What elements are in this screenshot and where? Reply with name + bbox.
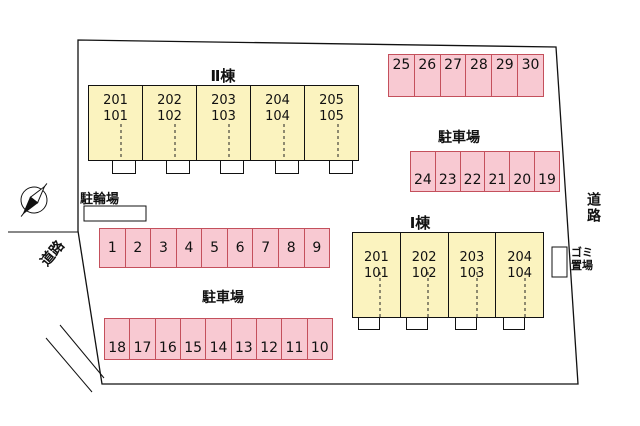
road-label-right: 道路 — [585, 192, 601, 224]
unit-lower-number: 105 — [319, 109, 344, 124]
unit-upper-number: 203 — [459, 250, 485, 265]
parking-stall: 24 — [414, 172, 432, 188]
parking-row-mid-left: 1 2 3 4 5 6 7 8 9 — [99, 228, 330, 268]
unit-upper-number: 205 — [319, 93, 344, 108]
parking-stall: 6 — [226, 229, 253, 267]
unit-lower-number: 103 — [459, 266, 485, 281]
parking-row-top-right: 25 26 27 28 29 30 — [388, 54, 544, 97]
building-unit: 201 101 — [89, 86, 142, 160]
unit-lower-number: 104 — [507, 266, 533, 281]
parking-stall: 28 — [465, 55, 491, 96]
parking-stall: 15 — [179, 319, 205, 359]
parking-stall: 16 — [154, 319, 180, 359]
parking-stall: 22 — [459, 152, 485, 191]
parking-stall: 20 — [509, 152, 534, 191]
building-1-title: Ⅰ棟 — [409, 214, 431, 232]
parking-stall: 18 — [108, 340, 127, 356]
parking-stall: 17 — [129, 319, 154, 359]
parking-stall: 25 — [392, 57, 411, 73]
entrance-porch — [406, 317, 428, 330]
parking-lot-label-right: 駐車場 — [438, 130, 480, 146]
entrance-porch — [166, 160, 190, 174]
building-unit: 203 103 — [196, 86, 250, 160]
parking-stall: 12 — [255, 319, 281, 359]
garbage-station-box — [551, 246, 568, 278]
entrance-porch — [329, 160, 353, 174]
road-label-left: 道路 — [37, 237, 68, 270]
building-2-title: Ⅱ棟 — [210, 67, 236, 85]
parking-stall: 27 — [439, 55, 466, 96]
unit-upper-number: 201 — [363, 250, 389, 265]
unit-lower-number: 104 — [265, 109, 290, 124]
garbage-area-label-line2: 置場 — [571, 259, 593, 272]
parking-stall: 23 — [434, 152, 460, 191]
road-hatch-line — [59, 324, 105, 379]
parking-stall: 8 — [277, 229, 304, 267]
unit-upper-number: 201 — [103, 93, 128, 108]
building-unit: 202 102 — [142, 86, 196, 160]
parking-stall: 1 — [107, 240, 117, 256]
building-unit: 203 103 — [447, 233, 496, 317]
parking-stall: 30 — [517, 55, 543, 96]
entrance-porch — [112, 160, 136, 174]
entrance-porch — [358, 317, 380, 330]
bicycle-shed-box — [83, 205, 147, 222]
parking-stall: 13 — [230, 319, 256, 359]
parking-stall: 4 — [175, 229, 202, 267]
unit-upper-number: 202 — [411, 250, 437, 265]
unit-upper-number: 204 — [265, 93, 290, 108]
parking-stall: 3 — [150, 229, 176, 267]
entrance-porch — [220, 160, 244, 174]
bicycle-parking-label: 駐輪場 — [80, 192, 120, 207]
building-unit: 201 101 — [353, 233, 400, 317]
building-1: 201 101 202 102 203 103 204 104 — [352, 232, 544, 318]
unit-lower-number: 101 — [363, 266, 389, 281]
unit-lower-number: 101 — [103, 109, 128, 124]
unit-lower-number: 103 — [211, 109, 236, 124]
road-hatch-line — [45, 337, 93, 393]
parking-stall: 2 — [124, 229, 151, 267]
parking-stall: 5 — [201, 229, 227, 267]
building-unit: 202 102 — [399, 233, 448, 317]
parking-stall: 21 — [484, 152, 509, 191]
parking-stall: 26 — [413, 55, 440, 96]
parking-stall: 29 — [491, 55, 517, 96]
parking-stall: 14 — [205, 319, 230, 359]
parking-stall: 7 — [252, 229, 278, 267]
unit-upper-number: 204 — [507, 250, 533, 265]
building-unit: 204 104 — [250, 86, 304, 160]
parking-stall: 9 — [303, 229, 330, 267]
parking-stall: 19 — [534, 152, 559, 191]
unit-upper-number: 203 — [211, 93, 236, 108]
unit-upper-number: 202 — [157, 93, 182, 108]
entrance-porch — [275, 160, 299, 174]
compass-icon — [20, 183, 48, 217]
parking-stall: 10 — [306, 319, 332, 359]
garbage-area-label-line1: ゴミ — [571, 246, 593, 259]
building-unit: 204 104 — [495, 233, 543, 317]
building-unit: 205 105 — [304, 86, 358, 160]
building-2: 201 101 202 102 203 103 204 104 205 105 — [88, 85, 359, 161]
entrance-porch — [455, 317, 477, 330]
parking-lot-label-left: 駐車場 — [202, 290, 244, 306]
parking-stall: 11 — [281, 319, 306, 359]
entrance-porch — [503, 317, 525, 330]
garbage-area-label: ゴミ 置場 — [571, 246, 593, 272]
parking-row-mid-right: 24 23 22 21 20 19 — [410, 151, 560, 192]
unit-lower-number: 102 — [157, 109, 182, 124]
unit-lower-number: 102 — [411, 266, 437, 281]
parking-row-bottom-left: 18 17 16 15 14 13 12 11 10 — [104, 318, 333, 360]
